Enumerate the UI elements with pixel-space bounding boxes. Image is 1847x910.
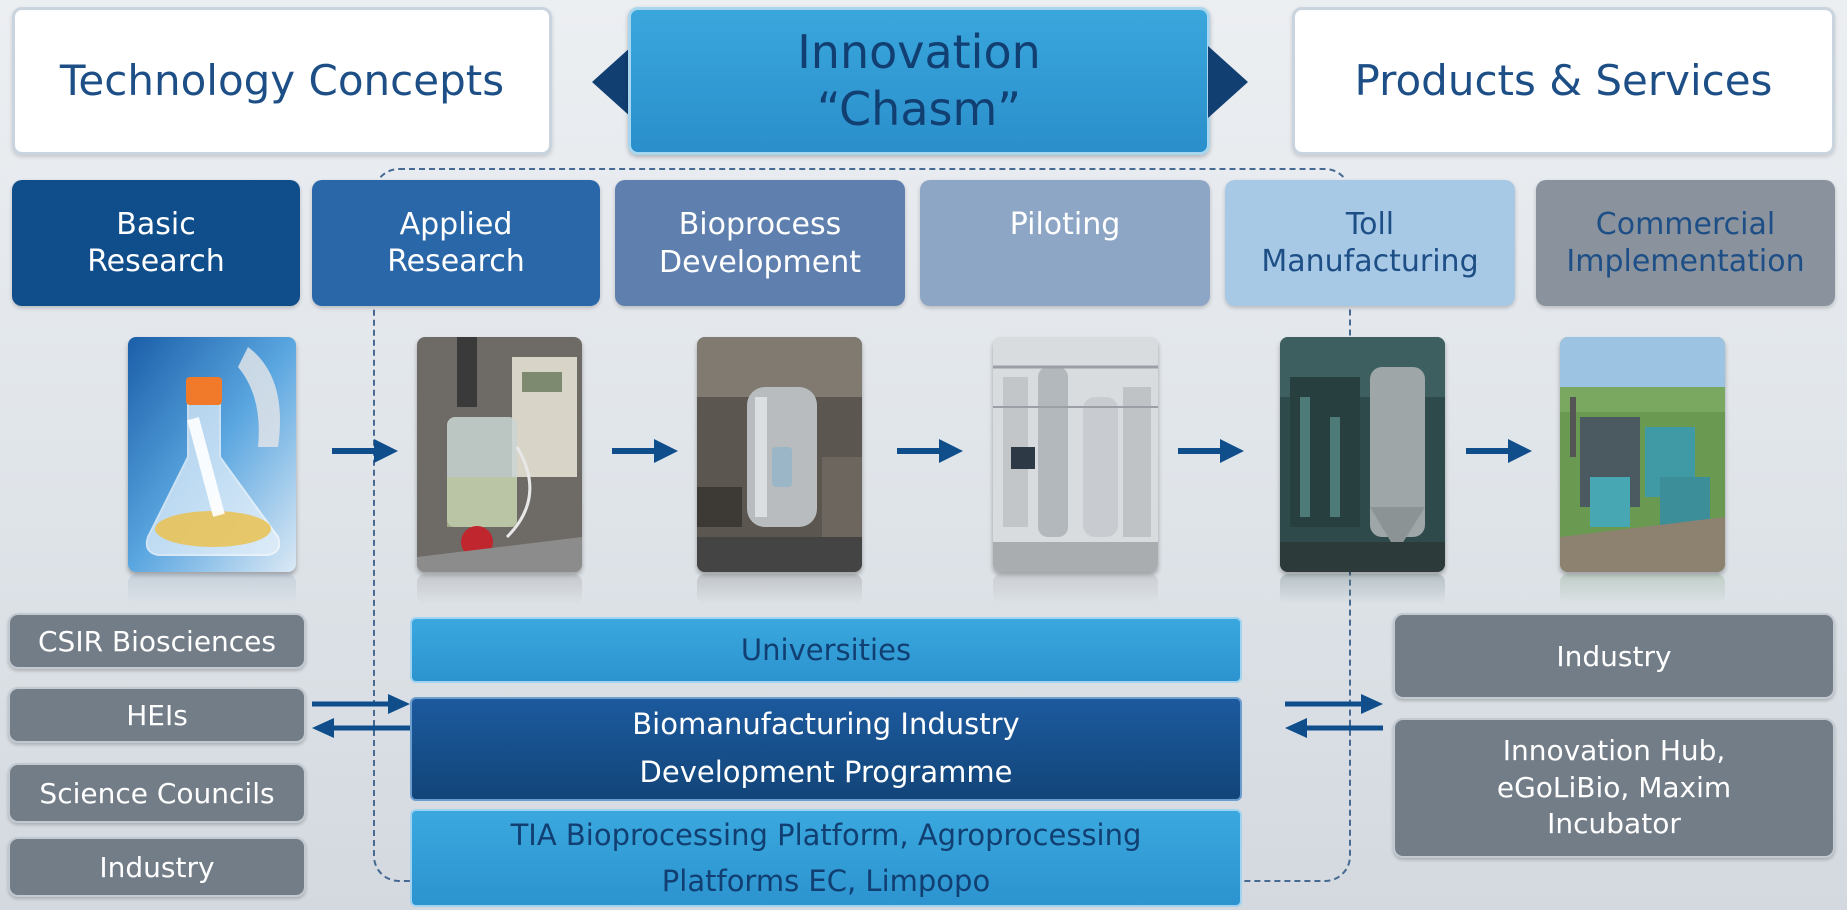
actor-label: Science Councils: [39, 776, 275, 810]
flow-arrow-3: [897, 436, 963, 466]
chasm-right-arrowhead: [1208, 46, 1248, 118]
toll-plant-photo: [1280, 337, 1445, 572]
stage-label-line1: Piloting: [1009, 207, 1121, 242]
pilot-plant-photo-reflection: [993, 574, 1158, 604]
tia-label-line2: Platforms EC, Limpopo: [661, 864, 991, 898]
actor-innovation-hub: Innovation Hub, eGoLiBio, Maxim Incubato…: [1393, 718, 1835, 858]
industrial-plant-icon: [1280, 337, 1445, 572]
actor-label: Industry: [99, 850, 215, 884]
actor-science-councils: Science Councils: [8, 763, 306, 823]
flask-icon: [128, 337, 296, 572]
hub-label-line1: Innovation Hub,: [1502, 734, 1726, 768]
steel-fermenter-photo-reflection: [697, 574, 862, 604]
stage-label-line2: Manufacturing: [1261, 244, 1479, 279]
products-services-box: Products & Services: [1292, 7, 1835, 155]
stage-label-line1: Toll: [1345, 206, 1395, 242]
bidp-label-line1: Biomanufacturing Industry: [632, 707, 1020, 742]
stage-label-line2: Research: [387, 244, 525, 279]
stage-label-line1: Applied: [399, 206, 513, 242]
actor-industry-left: Industry: [8, 837, 306, 897]
commercial-plant-photo-reflection: [1560, 574, 1725, 604]
actor-label: Industry: [1556, 639, 1672, 673]
stage-label-line1: Basic: [116, 206, 196, 242]
flask-photo: [128, 337, 296, 572]
stage-toll-manufacturing: Toll Manufacturing: [1225, 180, 1515, 306]
stage-piloting: Piloting: [920, 180, 1210, 306]
stage-bioprocess-development: Bioprocess Development: [615, 180, 905, 306]
exchange-arrows-right: [1285, 690, 1383, 742]
hub-label-line2: eGoLiBio, Maxim: [1496, 770, 1732, 804]
universities-label: Universities: [740, 632, 912, 667]
technology-concepts-box: Technology Concepts: [12, 7, 552, 155]
pilot-plant-icon: [993, 337, 1158, 572]
stage-label-line2: Implementation: [1566, 244, 1805, 279]
hub-label-line3: Incubator: [1547, 807, 1681, 841]
flask-photo-reflection: [128, 574, 296, 604]
stage-basic-research: Basic Research: [12, 180, 300, 306]
pilot-plant-photo: [993, 337, 1158, 572]
universities-bar: Universities: [410, 617, 1242, 683]
stage-label-line1: Commercial: [1595, 206, 1776, 242]
actor-heis: HEIs: [8, 687, 306, 743]
stage-applied-research: Applied Research: [312, 180, 600, 306]
tia-label-line1: TIA Bioprocessing Platform, Agroprocessi…: [510, 817, 1142, 852]
stage-commercial-implementation: Commercial Implementation: [1536, 180, 1835, 306]
flow-arrow-2: [612, 436, 678, 466]
lab-bioreactor-photo-reflection: [417, 574, 582, 604]
flow-arrow-5: [1466, 436, 1532, 466]
toll-plant-photo-reflection: [1280, 574, 1445, 604]
products-services-label: Products & Services: [1354, 55, 1773, 105]
commercial-plant-photo: [1560, 337, 1725, 572]
flow-arrow-1: [332, 436, 398, 466]
chasm-title-line2: “Chasm”: [816, 82, 1022, 136]
bioreactor-icon: [417, 337, 582, 572]
actor-industry-right: Industry: [1393, 613, 1835, 699]
flow-arrow-4: [1178, 436, 1244, 466]
innovation-chasm-box: Innovation “Chasm”: [628, 7, 1210, 155]
stage-label-line1: Bioprocess: [678, 207, 842, 242]
exchange-arrows-left: [312, 690, 410, 742]
actor-label: CSIR Biosciences: [38, 624, 276, 658]
stage-label-line2: Research: [87, 244, 225, 279]
actor-csir-biosciences: CSIR Biosciences: [8, 613, 306, 669]
stage-label-line2: Development: [659, 244, 861, 280]
steel-fermenter-photo: [697, 337, 862, 572]
actor-label: HEIs: [126, 698, 188, 732]
bidp-label-line2: Development Programme: [639, 755, 1013, 789]
chasm-left-arrowhead: [592, 46, 632, 118]
chasm-title-line1: Innovation: [797, 24, 1041, 79]
tia-platform-bar: TIA Bioprocessing Platform, Agroprocessi…: [410, 809, 1242, 907]
factory-icon: [1560, 337, 1725, 572]
fermenter-icon: [697, 337, 862, 572]
bidp-bar: Biomanufacturing Industry Development Pr…: [410, 697, 1242, 801]
lab-bioreactor-photo: [417, 337, 582, 572]
technology-concepts-label: Technology Concepts: [59, 55, 505, 105]
